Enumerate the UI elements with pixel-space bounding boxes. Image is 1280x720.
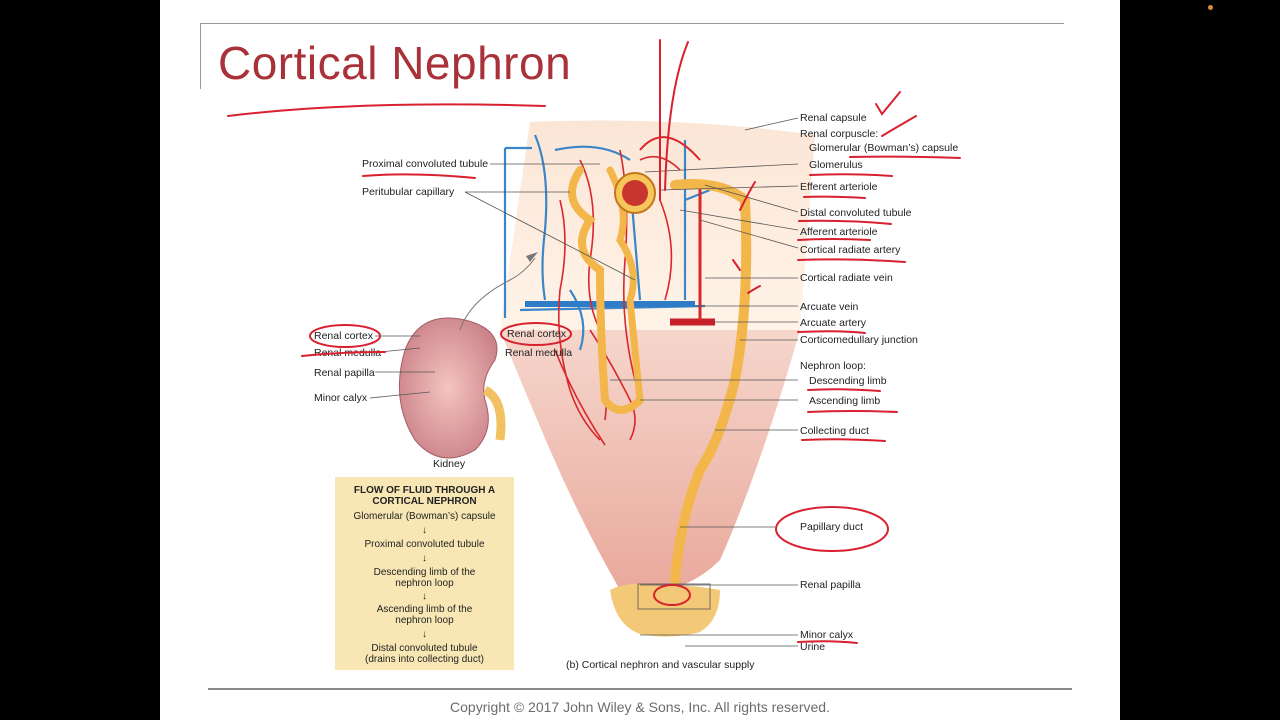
- right-labels: Renal capsule Renal corpuscle: Glomerula…: [800, 112, 958, 653]
- renal-papilla-bracket: [637, 583, 711, 610]
- fluid-flow-box: FLOW OF FLUID THROUGH A CORTICAL NEPHRON…: [335, 477, 514, 670]
- label-urine: Urine: [800, 641, 825, 653]
- label-renal-capsule: Renal capsule: [800, 112, 867, 124]
- flow-step-5-line1: Distal convoluted tubule: [371, 643, 478, 654]
- label-arcuate-artery: Arcuate artery: [800, 317, 867, 329]
- flow-step-5-line2: (drains into collecting duct): [365, 654, 484, 665]
- flow-arrow-2: ↓: [422, 553, 427, 564]
- slide-title: Cortical Nephron: [218, 37, 572, 89]
- label-renal-corpuscle: Renal corpuscle:: [800, 128, 878, 140]
- handwritten-annotations: [227, 39, 961, 644]
- label-efferent-arteriole: Efferent arteriole: [800, 181, 878, 193]
- copyright-notice: Copyright © 2017 John Wiley & Sons, Inc.…: [450, 699, 830, 715]
- label-nephron-loop: Nephron loop:: [800, 360, 866, 372]
- glomerulus: [622, 180, 648, 206]
- label-kidney-renal-papilla: Renal papilla: [314, 367, 375, 379]
- label-proximal-convoluted-tubule: Proximal convoluted tubule: [362, 158, 488, 170]
- label-glomerulus: Glomerulus: [809, 159, 863, 171]
- figure-caption: (b) Cortical nephron and vascular supply: [566, 659, 755, 671]
- title-frame-left-rule: [200, 23, 201, 89]
- flow-arrow-1: ↓: [422, 525, 427, 536]
- flow-title-line2: CORTICAL NEPHRON: [372, 496, 477, 507]
- flow-title-line1: FLOW OF FLUID THROUGH A: [353, 485, 496, 496]
- label-arcuate-vein: Arcuate vein: [800, 301, 859, 313]
- label-distal-convoluted-tubule: Distal convoluted tubule: [800, 207, 912, 219]
- label-afferent-arteriole: Afferent arteriole: [800, 226, 878, 238]
- label-collecting-duct: Collecting duct: [800, 425, 869, 437]
- label-section-renal-cortex: Renal cortex: [507, 328, 567, 340]
- label-minor-calyx: Minor calyx: [800, 629, 854, 641]
- kidney-caption: Kidney: [433, 458, 466, 470]
- label-renal-papilla: Renal papilla: [800, 579, 861, 591]
- label-descending-limb: Descending limb: [809, 375, 887, 387]
- flow-step-3-line2: nephron loop: [395, 578, 454, 589]
- label-peritubular-capillary: Peritubular capillary: [362, 186, 455, 198]
- label-cortical-radiate-artery: Cortical radiate artery: [800, 244, 901, 256]
- label-papillary-duct: Papillary duct: [800, 521, 863, 533]
- flow-arrow-4: ↓: [422, 629, 427, 640]
- label-section-renal-medulla: Renal medulla: [505, 347, 572, 359]
- recording-indicator-dot: [1208, 5, 1213, 10]
- title-frame-top-rule: [200, 23, 1064, 24]
- label-ascending-limb: Ascending limb: [809, 395, 880, 407]
- footer-rule: [208, 688, 1072, 690]
- left-labels: Proximal convoluted tubule Peritubular c…: [314, 158, 572, 404]
- flow-step-2: Proximal convoluted tubule: [364, 539, 485, 550]
- nephron-diagram: Renal capsule Renal corpuscle: Glomerula…: [227, 39, 961, 653]
- label-glomerular-capsule: Glomerular (Bowman’s) capsule: [809, 142, 958, 154]
- label-kidney-renal-cortex: Renal cortex: [314, 330, 374, 342]
- flow-step-4-line1: Ascending limb of the: [376, 604, 473, 615]
- flow-arrow-3: ↓: [422, 591, 427, 602]
- flow-step-3-line1: Descending limb of the: [373, 567, 476, 578]
- flow-step-1: Glomerular (Bowman’s) capsule: [353, 511, 496, 522]
- label-corticomedullary-junction: Corticomedullary junction: [800, 334, 918, 346]
- label-kidney-minor-calyx: Minor calyx: [314, 392, 368, 404]
- label-cortical-radiate-vein: Cortical radiate vein: [800, 272, 893, 284]
- leader-lines: [369, 117, 799, 647]
- slide: Cortical Nephron: [160, 0, 1120, 720]
- kidney-illustration: [398, 252, 538, 459]
- flow-step-4-line2: nephron loop: [395, 615, 454, 626]
